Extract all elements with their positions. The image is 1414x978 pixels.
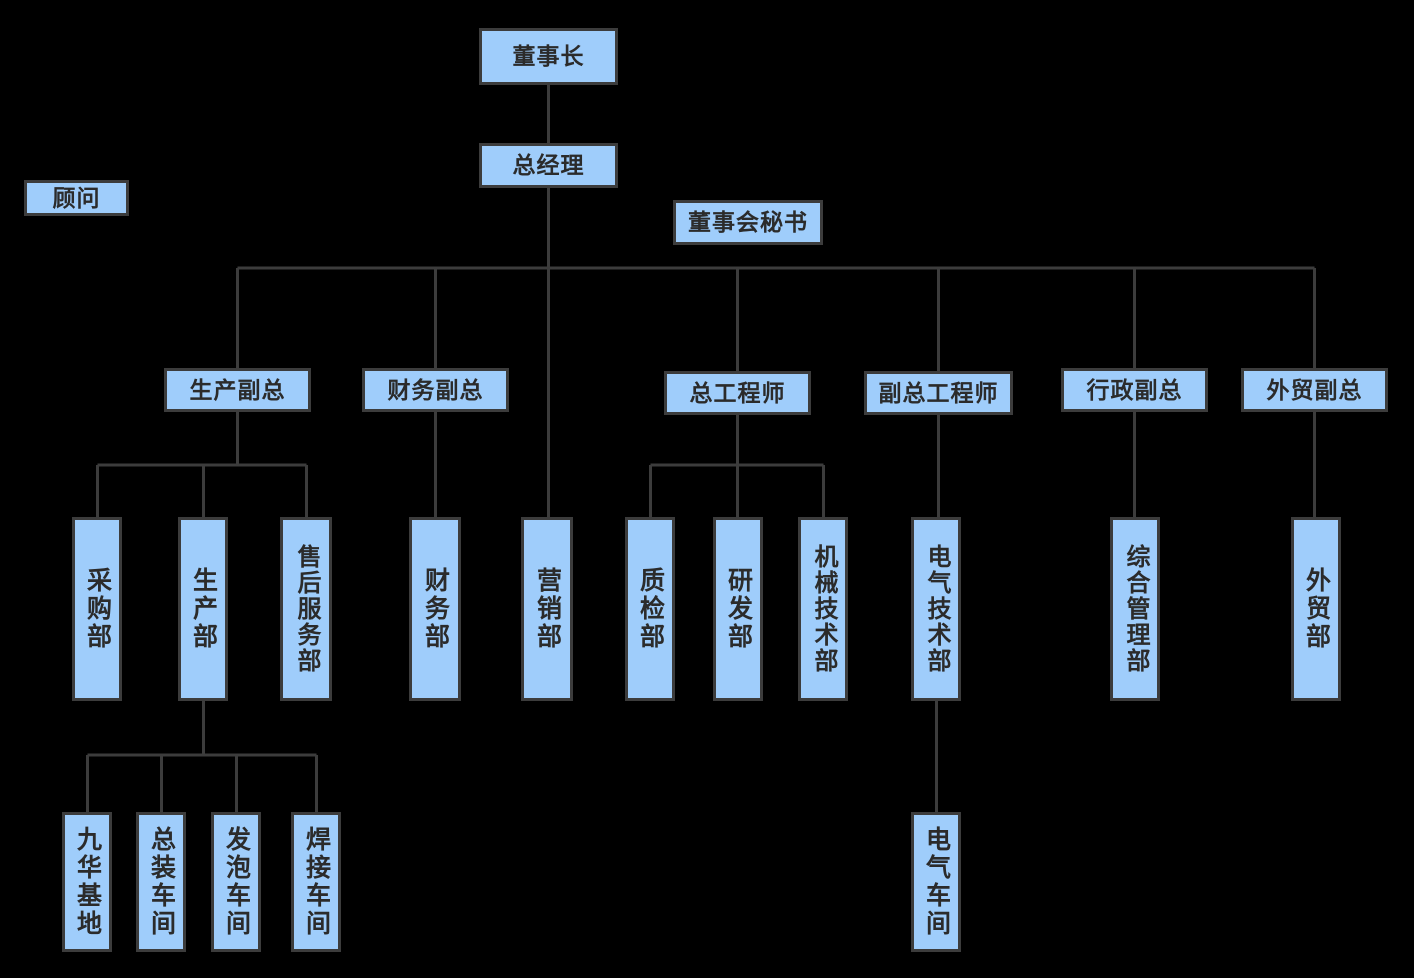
org-node-dept-foreign-trade[interactable]: 外贸部 xyxy=(1291,517,1341,701)
org-node-chairman[interactable]: 董事长 xyxy=(479,28,618,85)
org-node-label: 售后服务部 xyxy=(293,544,320,674)
org-node-ws-assembly[interactable]: 总装车间 xyxy=(136,812,186,952)
org-node-label: 总经理 xyxy=(512,152,585,179)
org-node-vp-admin[interactable]: 行政副总 xyxy=(1061,368,1208,412)
org-node-label: 研发部 xyxy=(724,567,753,651)
org-node-ws-electrical[interactable]: 电气车间 xyxy=(911,812,961,952)
org-node-label: 行政副总 xyxy=(1086,376,1183,403)
org-node-label: 总工程师 xyxy=(689,379,786,406)
org-node-label: 总装车间 xyxy=(147,826,176,938)
org-node-label: 发泡车间 xyxy=(222,826,251,938)
org-node-label: 财务部 xyxy=(421,567,450,651)
org-node-board-secretary[interactable]: 董事会秘书 xyxy=(673,200,823,245)
org-node-label: 九华基地 xyxy=(73,826,102,938)
org-node-vp-foreign-trade[interactable]: 外贸副总 xyxy=(1241,368,1388,412)
org-node-deputy-chief-engineer[interactable]: 副总工程师 xyxy=(864,371,1013,415)
org-node-dept-aftersales[interactable]: 售后服务部 xyxy=(280,517,332,701)
org-node-label: 生产副总 xyxy=(189,376,286,403)
org-node-label: 外贸副总 xyxy=(1266,376,1363,403)
org-node-ws-welding[interactable]: 焊接车间 xyxy=(291,812,341,952)
org-node-dept-finance[interactable]: 财务部 xyxy=(409,517,461,701)
org-node-ws-foaming[interactable]: 发泡车间 xyxy=(211,812,261,952)
org-node-label: 质检部 xyxy=(636,567,665,651)
org-node-dept-rd[interactable]: 研发部 xyxy=(713,517,763,701)
org-node-dept-production[interactable]: 生产部 xyxy=(178,517,228,701)
org-node-advisor[interactable]: 顾问 xyxy=(24,180,129,216)
org-node-label: 副总工程师 xyxy=(878,379,999,406)
org-node-label: 顾问 xyxy=(52,184,101,211)
org-node-label: 财务副总 xyxy=(387,376,484,403)
org-node-label: 机械技术部 xyxy=(810,544,837,674)
org-node-general-manager[interactable]: 总经理 xyxy=(479,143,618,188)
org-node-label: 董事长 xyxy=(512,43,585,70)
org-node-label: 采购部 xyxy=(83,567,112,651)
org-node-label: 综合管理部 xyxy=(1122,544,1149,674)
org-node-dept-mechanical[interactable]: 机械技术部 xyxy=(798,517,848,701)
org-node-label: 电气车间 xyxy=(922,826,951,938)
org-node-dept-marketing[interactable]: 营销部 xyxy=(521,517,573,701)
org-node-vp-finance[interactable]: 财务副总 xyxy=(362,368,509,412)
org-node-label: 营销部 xyxy=(533,567,562,651)
org-node-base-jiuhua[interactable]: 九华基地 xyxy=(62,812,112,952)
org-node-label: 外贸部 xyxy=(1302,567,1331,651)
org-node-label: 生产部 xyxy=(189,567,218,651)
org-node-vp-production[interactable]: 生产副总 xyxy=(164,368,311,412)
org-node-dept-quality[interactable]: 质检部 xyxy=(625,517,675,701)
org-node-dept-purchasing[interactable]: 采购部 xyxy=(72,517,122,701)
org-node-label: 焊接车间 xyxy=(302,826,331,938)
org-node-dept-electrical[interactable]: 电气技术部 xyxy=(911,517,961,701)
org-node-dept-general-admin[interactable]: 综合管理部 xyxy=(1110,517,1160,701)
org-node-label: 电气技术部 xyxy=(923,544,950,674)
org-node-chief-engineer[interactable]: 总工程师 xyxy=(664,371,811,415)
org-node-label: 董事会秘书 xyxy=(688,209,808,236)
